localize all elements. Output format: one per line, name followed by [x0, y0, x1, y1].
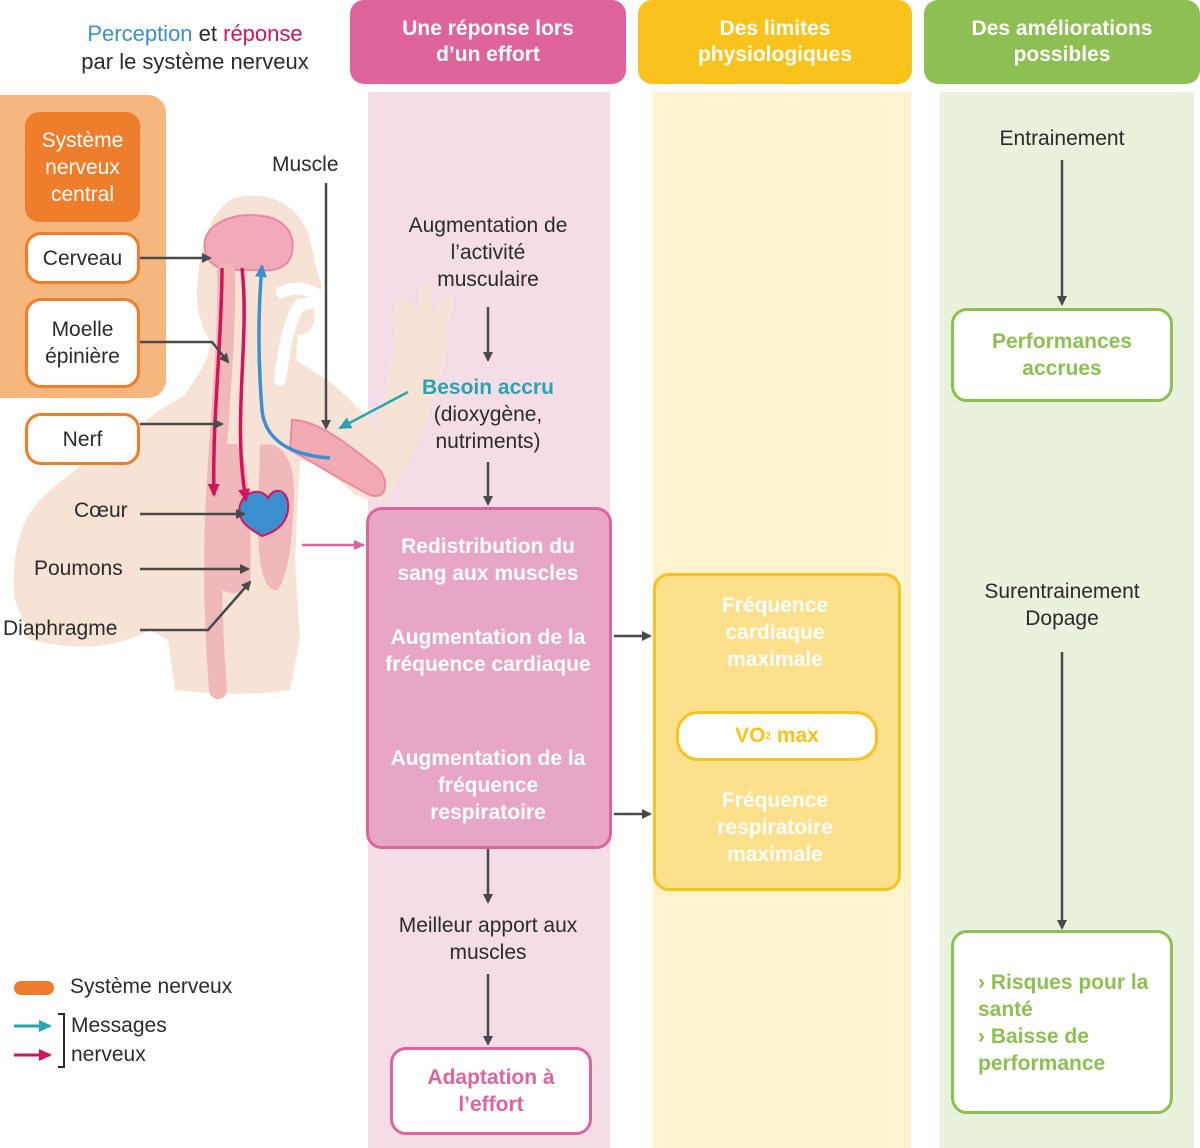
vo2-text: VO	[735, 724, 766, 747]
nerve-label: Nerf	[25, 413, 140, 465]
redistribution-text: Redistribution du sang aux muscles	[397, 535, 579, 585]
header-limits-text: Des limites physiologiques	[697, 17, 852, 66]
brain	[203, 214, 294, 272]
spinal-cord-label: Moelle épinière	[25, 298, 140, 388]
adaptation-box: Adaptation à l’effort	[390, 1047, 592, 1135]
effort-box	[366, 507, 612, 849]
risks-box: › Risques pour la santé › Baisse de perf…	[951, 930, 1173, 1114]
adaptation-text: Adaptation à l’effort	[427, 1066, 555, 1116]
perception-word: Perception	[87, 21, 193, 46]
legend-nervous: nerveux	[71, 1043, 146, 1066]
header-effort-text: Une réponse lors d’un effort	[402, 17, 574, 66]
header-improvements-text: Des améliorations possibles	[971, 17, 1153, 66]
nerve-label-text: Nerf	[62, 427, 103, 451]
training-text: Entrainement	[999, 127, 1125, 150]
activity-text: Augmentation de l’activité musculaire	[408, 214, 568, 291]
overtraining-block: Surentrainement Dopage	[940, 578, 1184, 632]
legend-title: Perception et réponse par le système ner…	[0, 20, 390, 76]
max-resp-text: Fréquence respiratoire maximale	[717, 789, 833, 866]
need-detail: (dioxygène, nutriments)	[433, 403, 543, 453]
risk-health-text: › Risques pour la santé	[978, 971, 1149, 1021]
central-nervous-system-box: Système nerveux central	[25, 112, 140, 222]
legend-messages: Messages	[71, 1014, 167, 1037]
vo2-max-text: max	[771, 724, 819, 747]
legend-nervous-system: Système nerveux	[70, 975, 233, 998]
diaphragm-label: Diaphragme	[3, 617, 118, 640]
brain-label: Cerveau	[25, 232, 140, 284]
legend-swatch-orange	[14, 981, 54, 995]
risk-performance-text: › Baisse de performance	[978, 1025, 1106, 1075]
header-limits: Des limites physiologiques	[638, 0, 912, 84]
legend-title-line2: par le système nerveux	[81, 49, 309, 74]
response-word: réponse	[223, 21, 303, 46]
vo2-subscript: 2	[765, 730, 772, 742]
and-word: et	[192, 21, 224, 46]
heart-rate-text: Augmentation de la fréquence cardiaque	[385, 626, 591, 676]
lungs-label: Poumons	[34, 557, 123, 580]
arm-muscle	[288, 418, 387, 497]
header-improvements: Des améliorations possibles	[924, 0, 1200, 84]
spinal-cord-label-text: Moelle épinière	[45, 318, 120, 368]
airway	[274, 282, 331, 386]
central-nervous-system-label: Système nerveux central	[41, 128, 124, 206]
resp-rate-text: Augmentation de la fréquence respiratoir…	[390, 747, 586, 824]
doping-text: Dopage	[1025, 607, 1099, 630]
better-supply-text: Meilleur apport aux muscles	[398, 914, 578, 964]
heart-label: Cœur	[74, 499, 128, 522]
performance-box: Performances accrues	[951, 308, 1173, 402]
max-heart-text: Fréquence cardiaque maximale	[721, 594, 829, 671]
muscle-label: Muscle	[272, 153, 339, 176]
heart	[238, 489, 290, 538]
lungs	[208, 443, 295, 593]
header-effort: Une réponse lors d’un effort	[350, 0, 626, 84]
brain-label-text: Cerveau	[42, 246, 123, 270]
need-title: Besoin accru	[422, 376, 554, 399]
need-block: Besoin accru (dioxygène, nutriments)	[388, 374, 588, 455]
overtraining-text: Surentrainement	[984, 580, 1140, 603]
performance-text: Performances accrues	[991, 330, 1133, 380]
